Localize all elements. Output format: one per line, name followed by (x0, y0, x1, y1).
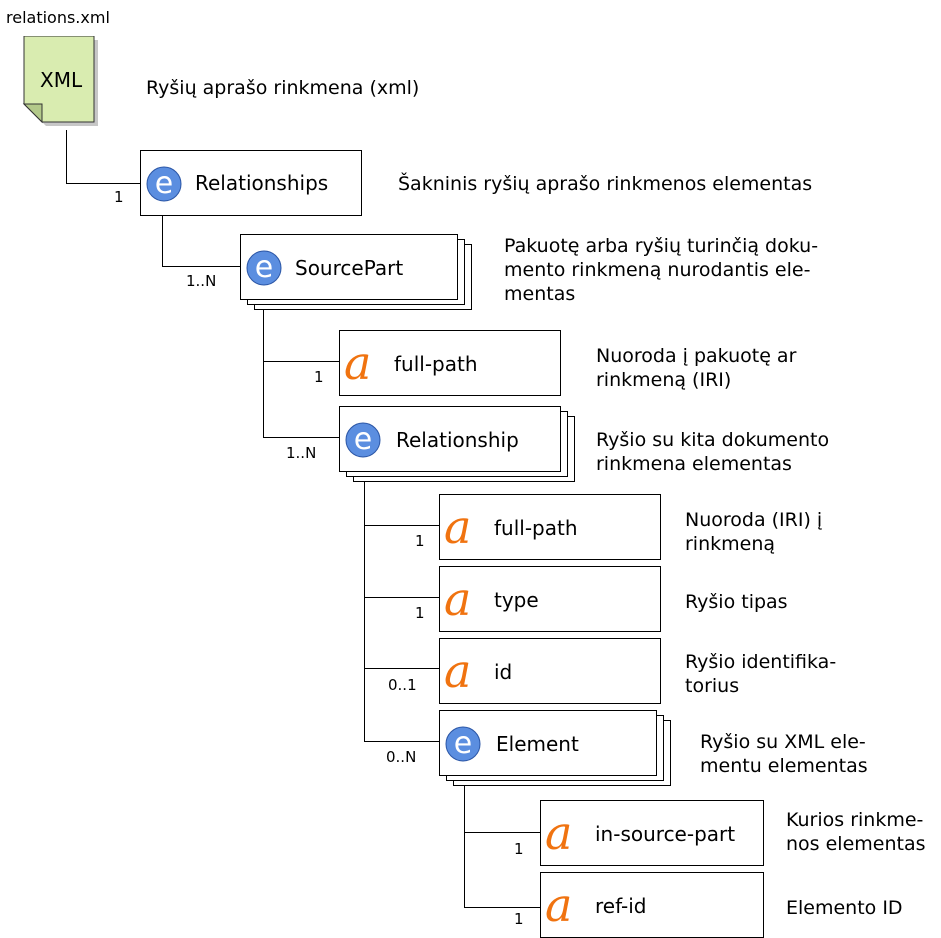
connector-line (263, 304, 264, 438)
xml-file-icon (22, 36, 98, 126)
node-description: Nuoroda (IRI) į (685, 509, 823, 531)
node-label: type (494, 588, 539, 612)
attribute-a-icon: a (444, 500, 472, 554)
node-r-id[interactable]: a id (439, 638, 661, 704)
connector-line (162, 266, 240, 267)
node-label: ref-id (595, 894, 647, 918)
node-description: rinkmeną (IRI) (596, 369, 732, 391)
node-description: mentu elementas (700, 755, 868, 777)
cardinality-sp-full-path: 1 (314, 368, 324, 386)
attribute-a-icon: a (545, 878, 573, 932)
xml-badge: XML (40, 68, 83, 92)
node-label: Element (496, 732, 579, 756)
connector-line (364, 525, 439, 526)
attribute-a-icon: a (344, 336, 372, 390)
node-relationships[interactable]: e Relationships (140, 150, 362, 216)
element-e-icon: e (146, 166, 182, 202)
connector-line (66, 130, 67, 183)
connector-line (364, 741, 439, 742)
element-e-icon: e (246, 250, 282, 286)
connector-line (263, 361, 339, 362)
svg-text:e: e (255, 250, 273, 285)
node-description: rinkmena elementas (596, 453, 792, 475)
node-description: Šakninis ryšių aprašo rinkmenos elementa… (398, 173, 813, 195)
cardinality-relationships: 1 (114, 188, 124, 206)
connector-line (364, 481, 365, 742)
cardinality-r-type: 1 (415, 604, 425, 622)
connector-line (66, 183, 140, 184)
node-label: full-path (394, 352, 478, 376)
node-ref-id[interactable]: a ref-id (540, 872, 764, 938)
node-sp-full-path[interactable]: a full-path (339, 330, 561, 396)
connector-line (464, 907, 540, 908)
node-description: Ryšio su kita dokumento (596, 429, 830, 451)
node-description: Elemento ID (786, 897, 903, 919)
node-description: Ryšio tipas (685, 591, 788, 613)
connector-line (263, 437, 339, 438)
attribute-a-icon: a (444, 644, 472, 698)
attribute-a-icon: a (545, 806, 573, 860)
node-label: SourcePart (295, 256, 404, 280)
node-description: mentas (504, 283, 576, 305)
node-description: Nuoroda į pakuotę ar (596, 345, 797, 367)
node-in-source-part[interactable]: a in-source-part (540, 800, 764, 866)
cardinality-relationship: 1..N (286, 444, 317, 462)
node-description: mento rinkmeną nurodantis ele- (504, 259, 811, 281)
node-label: id (494, 660, 513, 684)
connector-line (464, 782, 465, 908)
svg-text:e: e (354, 422, 372, 457)
node-label: in-source-part (595, 822, 736, 846)
node-description: Ryšio identifika- (685, 651, 837, 673)
node-r-type[interactable]: a type (439, 566, 661, 632)
connector-line (162, 215, 163, 266)
attribute-a-icon: a (444, 572, 472, 626)
element-e-icon: e (345, 422, 381, 458)
cardinality-ref-id: 1 (514, 910, 524, 928)
node-description: Kurios rinkme- (786, 809, 924, 831)
node-description: torius (685, 675, 740, 697)
node-r-full-path[interactable]: a full-path (439, 494, 661, 560)
node-relationship[interactable]: e Relationship (339, 406, 561, 472)
file-description: Ryšių aprašo rinkmena (xml) (146, 77, 420, 99)
connector-line (364, 668, 439, 669)
cardinality-element: 0..N (386, 748, 417, 766)
node-description: Pakuotę arba ryšių turinčią doku- (504, 235, 819, 257)
cardinality-sourcepart: 1..N (186, 272, 217, 290)
connector-line (364, 597, 439, 598)
node-label: Relationship (396, 428, 519, 452)
node-description: rinkmeną (685, 533, 776, 555)
file-name: relations.xml (6, 8, 110, 27)
node-label: full-path (494, 516, 578, 540)
element-e-icon: e (445, 726, 481, 762)
cardinality-in-source-part: 1 (514, 840, 524, 858)
cardinality-r-full-path: 1 (415, 532, 425, 550)
svg-text:e: e (155, 166, 173, 201)
cardinality-r-id: 0..1 (388, 676, 417, 694)
node-description: nos elementas (786, 833, 926, 855)
node-label: Relationships (195, 171, 329, 195)
connector-line (464, 832, 540, 833)
node-description: Ryšio su XML ele- (700, 731, 866, 753)
node-element[interactable]: e Element (439, 710, 657, 776)
svg-text:e: e (454, 726, 472, 761)
node-sourcepart[interactable]: e SourcePart (240, 234, 458, 300)
